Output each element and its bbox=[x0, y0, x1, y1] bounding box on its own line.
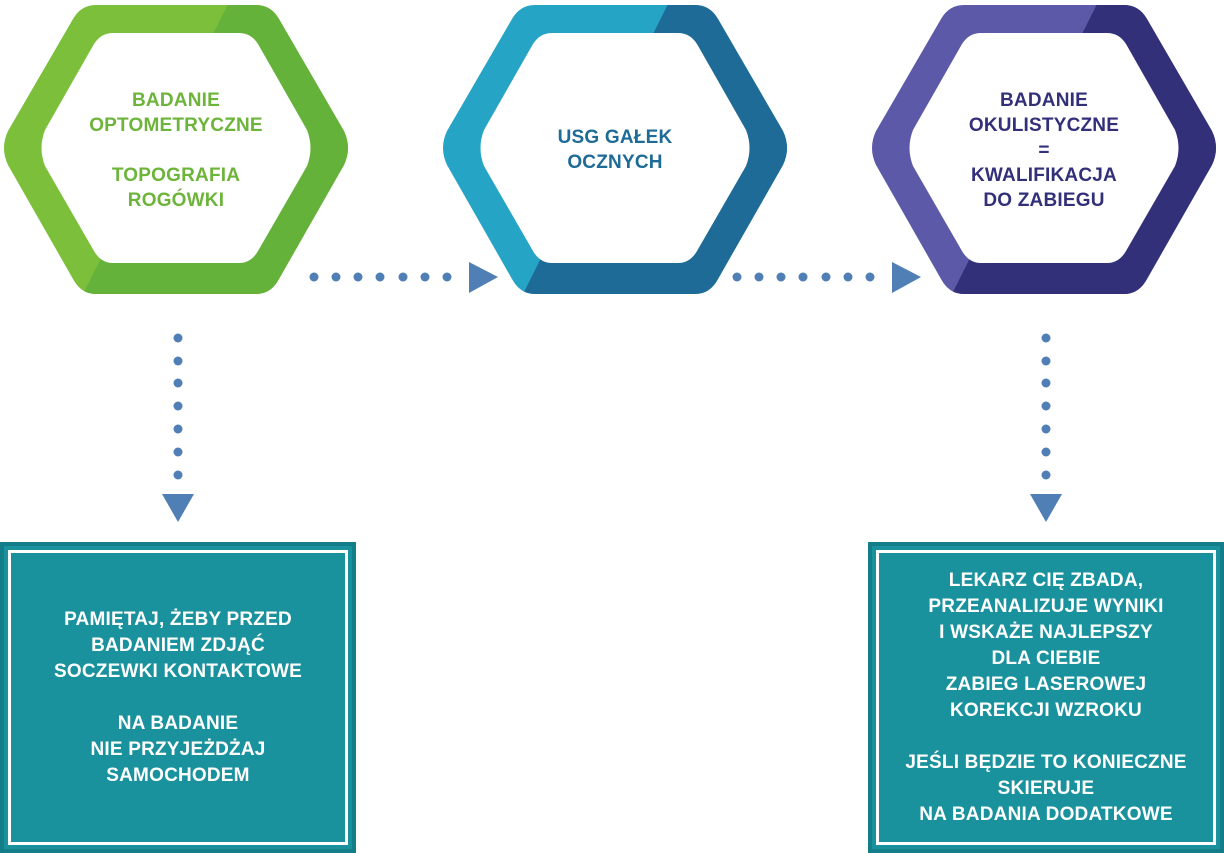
arrow-dot bbox=[353, 272, 363, 282]
arrow-dot bbox=[1041, 401, 1051, 411]
step-2-label: USG GAŁEK OCZNYCH bbox=[505, 60, 725, 240]
arrow-dot bbox=[843, 272, 853, 282]
step-3-line: DO ZABIEGU bbox=[983, 189, 1105, 211]
arrow-dot bbox=[173, 470, 183, 480]
step-3-line: KWALIFIKACJA bbox=[971, 164, 1117, 186]
note-left-line: NA BADANIE bbox=[117, 712, 239, 734]
arrow-head-down bbox=[162, 494, 194, 522]
arrow-dot bbox=[1041, 333, 1051, 343]
arrow-dot bbox=[173, 333, 183, 343]
note-left-line: SOCZEWKI KONTAKTOWE bbox=[54, 660, 302, 682]
step-3-line: BADANIE bbox=[1000, 89, 1088, 111]
note-right-line: DLA CIEBIE bbox=[991, 647, 1101, 669]
arrow-dot bbox=[442, 272, 452, 282]
step-3-label: BADANIE OKULISTYCZNE = KWALIFIKACJA DO Z… bbox=[934, 60, 1154, 240]
note-right-line: NA BADANIA DODATKOWE bbox=[919, 803, 1173, 825]
hexagon-1-inner bbox=[41, 33, 311, 263]
arrow-dot bbox=[1041, 424, 1051, 434]
arrow-head-down bbox=[1030, 494, 1062, 522]
arrow-dot bbox=[798, 272, 808, 282]
arrow-dot bbox=[173, 447, 183, 457]
step-1-line: TOPOGRAFIA bbox=[111, 164, 241, 186]
step-1-line: ROGÓWKI bbox=[127, 189, 225, 211]
arrow-dot bbox=[398, 272, 408, 282]
note-right-line: SKIERUJE bbox=[997, 777, 1095, 799]
hexagon-step-2 bbox=[443, 5, 787, 294]
note-right-line: ZABIEG LASEROWEJ bbox=[945, 673, 1147, 695]
arrow-head-right bbox=[469, 262, 498, 293]
note-right-line: KOREKCJI WZROKU bbox=[950, 699, 1142, 721]
arrow-dot bbox=[375, 272, 385, 282]
note-box-left: PAMIĘTAJ, ŻEBY PRZED BADANIEM ZDJĄĆ SOCZ… bbox=[0, 542, 356, 853]
step-3-line: = bbox=[1038, 139, 1050, 161]
arrow-dot bbox=[865, 272, 875, 282]
step-2-line: USG GAŁEK bbox=[557, 127, 673, 148]
arrow-dot bbox=[420, 272, 430, 282]
arrow-dot bbox=[331, 272, 341, 282]
hexagon-3-inner bbox=[909, 33, 1179, 263]
arrow-dot bbox=[173, 424, 183, 434]
note-right-line: JEŚLI BĘDZIE TO KONIECZNE bbox=[905, 751, 1187, 773]
step-2-line: OCZNYCH bbox=[567, 152, 663, 173]
note-right-line: LEKARZ CIĘ ZBADA, bbox=[948, 569, 1144, 591]
arrow-dot bbox=[1041, 447, 1051, 457]
note-left-line: NIE PRZYJEŻDŻAJ bbox=[90, 738, 266, 760]
note-left-line: PAMIĘTAJ, ŻEBY PRZED bbox=[64, 608, 292, 630]
hexagon-step-3 bbox=[872, 5, 1216, 294]
arrow-dot bbox=[776, 272, 786, 282]
note-right-line: I WSKAŻE NAJLEPSZY bbox=[939, 621, 1153, 643]
step-1-line: OPTOMETRYCZNE bbox=[89, 114, 263, 136]
arrow-dot bbox=[1041, 356, 1051, 366]
arrow-dot bbox=[173, 378, 183, 388]
note-left-line: BADANIEM ZDJĄĆ bbox=[91, 634, 265, 656]
hexagon-2-inner bbox=[480, 33, 750, 263]
step-1-label: BADANIE OPTOMETRYCZNE TOPOGRAFIA ROGÓWKI bbox=[66, 60, 286, 240]
arrow-step3-to-note bbox=[1030, 333, 1062, 522]
arrow-dot bbox=[821, 272, 831, 282]
arrow-dot bbox=[1041, 378, 1051, 388]
hexagon-step-1 bbox=[4, 5, 348, 294]
note-box-right: LEKARZ CIĘ ZBADA, PRZEANALIZUJE WYNIKI I… bbox=[868, 542, 1224, 853]
step-3-line: OKULISTYCZNE bbox=[968, 114, 1120, 136]
arrow-step2-to-step3 bbox=[732, 262, 921, 293]
arrow-dot bbox=[309, 272, 319, 282]
arrow-step1-to-step2 bbox=[309, 262, 498, 293]
arrow-dot bbox=[1041, 470, 1051, 480]
step-1-line: BADANIE bbox=[132, 89, 220, 111]
arrow-dot bbox=[173, 356, 183, 366]
arrow-dot bbox=[173, 401, 183, 411]
arrow-dot bbox=[732, 272, 742, 282]
arrow-dot bbox=[754, 272, 764, 282]
arrow-head-right bbox=[892, 262, 921, 293]
note-left-line: SAMOCHODEM bbox=[106, 764, 250, 786]
note-right-line: PRZEANALIZUJE WYNIKI bbox=[928, 595, 1164, 617]
arrow-step1-to-note bbox=[162, 333, 194, 522]
